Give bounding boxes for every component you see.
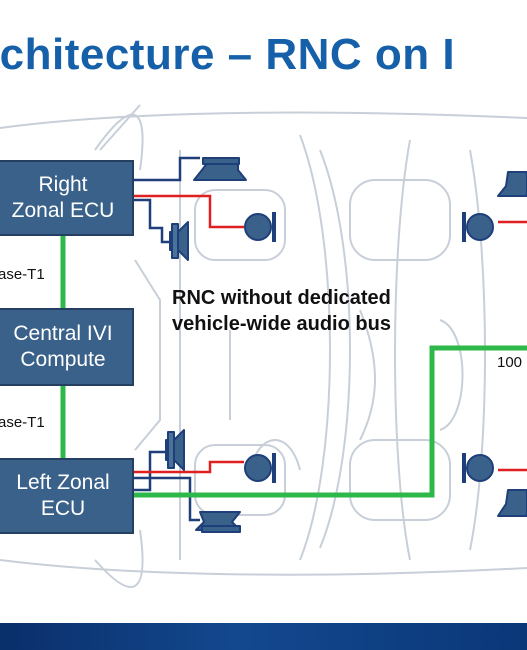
central-ivi-compute-box: Central IVI Compute [0, 308, 134, 386]
slide-title: rchitecture – RNC on I [0, 30, 456, 79]
left-zonal-ecu-box: Left Zonal ECU [0, 458, 134, 534]
audio-lines [134, 194, 527, 474]
microphone-icon [244, 212, 494, 483]
node-label: Zonal ECU [11, 199, 115, 222]
right-zonal-ecu-box: Right Zonal ECU [0, 160, 134, 236]
node-label: Central IVI [13, 322, 113, 345]
node-label: Compute [20, 348, 106, 371]
link-label-lower: ase-T1 [0, 414, 45, 431]
node-label: Left Zonal [16, 471, 110, 494]
link-label-right: 100 [497, 354, 523, 371]
ethernet-links [60, 236, 527, 498]
speaker-icon [165, 157, 527, 533]
node-label: ECU [40, 497, 86, 520]
footer-bar [0, 623, 527, 650]
annotation-line: vehicle-wide audio bus [172, 313, 391, 335]
link-label-upper: ase-T1 [0, 266, 45, 283]
rnc-annotation: RNC without dedicated vehicle-wide audio… [172, 285, 391, 337]
annotation-line: RNC without dedicated [172, 287, 391, 309]
car-outline [0, 104, 527, 588]
node-label: Right [38, 173, 88, 196]
